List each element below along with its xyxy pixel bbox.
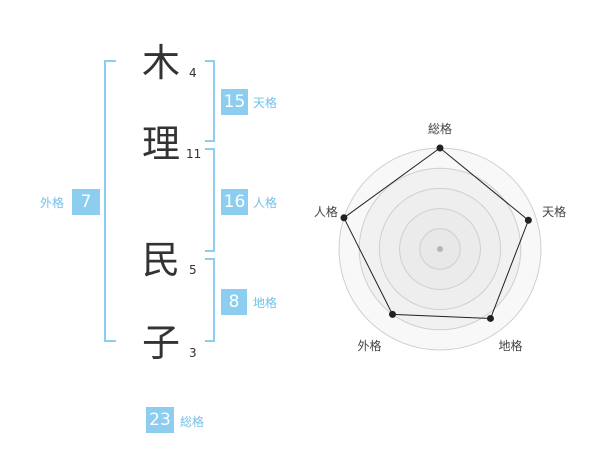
name-char-2: 理 [142,122,181,166]
radar-axis-label-5: 人格 [314,204,338,219]
stroke-count-2: 11 [186,147,202,161]
gaikaku-label: 外格 [40,196,65,210]
jinkaku-badge: 16 [221,189,248,215]
name-char-1: 木 [142,41,181,85]
gaikaku-bracket [104,60,116,342]
radar-point-4 [389,310,397,318]
stroke-count-3: 5 [189,263,197,277]
gaikaku-badge: 7 [72,189,100,215]
chikaku-bracket [205,258,215,342]
radar-axis-label-2: 天格 [542,204,566,219]
radar-center-dot [437,246,443,252]
radar-point-1 [436,144,444,152]
stroke-count-4: 3 [189,346,197,360]
radar-axis-label-4: 外格 [357,338,381,353]
soukaku-label: 総格 [180,415,205,429]
chikaku-badge: 8 [221,289,247,315]
chikaku-label: 地格 [253,296,278,310]
radar-point-5 [340,214,348,222]
radar-axis-label-1: 総格 [428,121,452,136]
tenkaku-bracket [205,60,215,142]
jinkaku-bracket [205,148,215,252]
soukaku-badge: 23 [146,407,174,433]
tenkaku-label: 天格 [253,96,278,110]
tenkaku-badge: 15 [221,89,248,115]
stroke-count-1: 4 [189,66,197,80]
radar-axis-label-3: 地格 [499,338,523,353]
radar-point-3 [486,314,494,322]
name-char-3: 民 [142,238,181,282]
radar-point-2 [524,216,532,224]
name-char-4: 子 [142,321,181,365]
radar-area [343,147,529,320]
jinkaku-label: 人格 [253,196,278,210]
